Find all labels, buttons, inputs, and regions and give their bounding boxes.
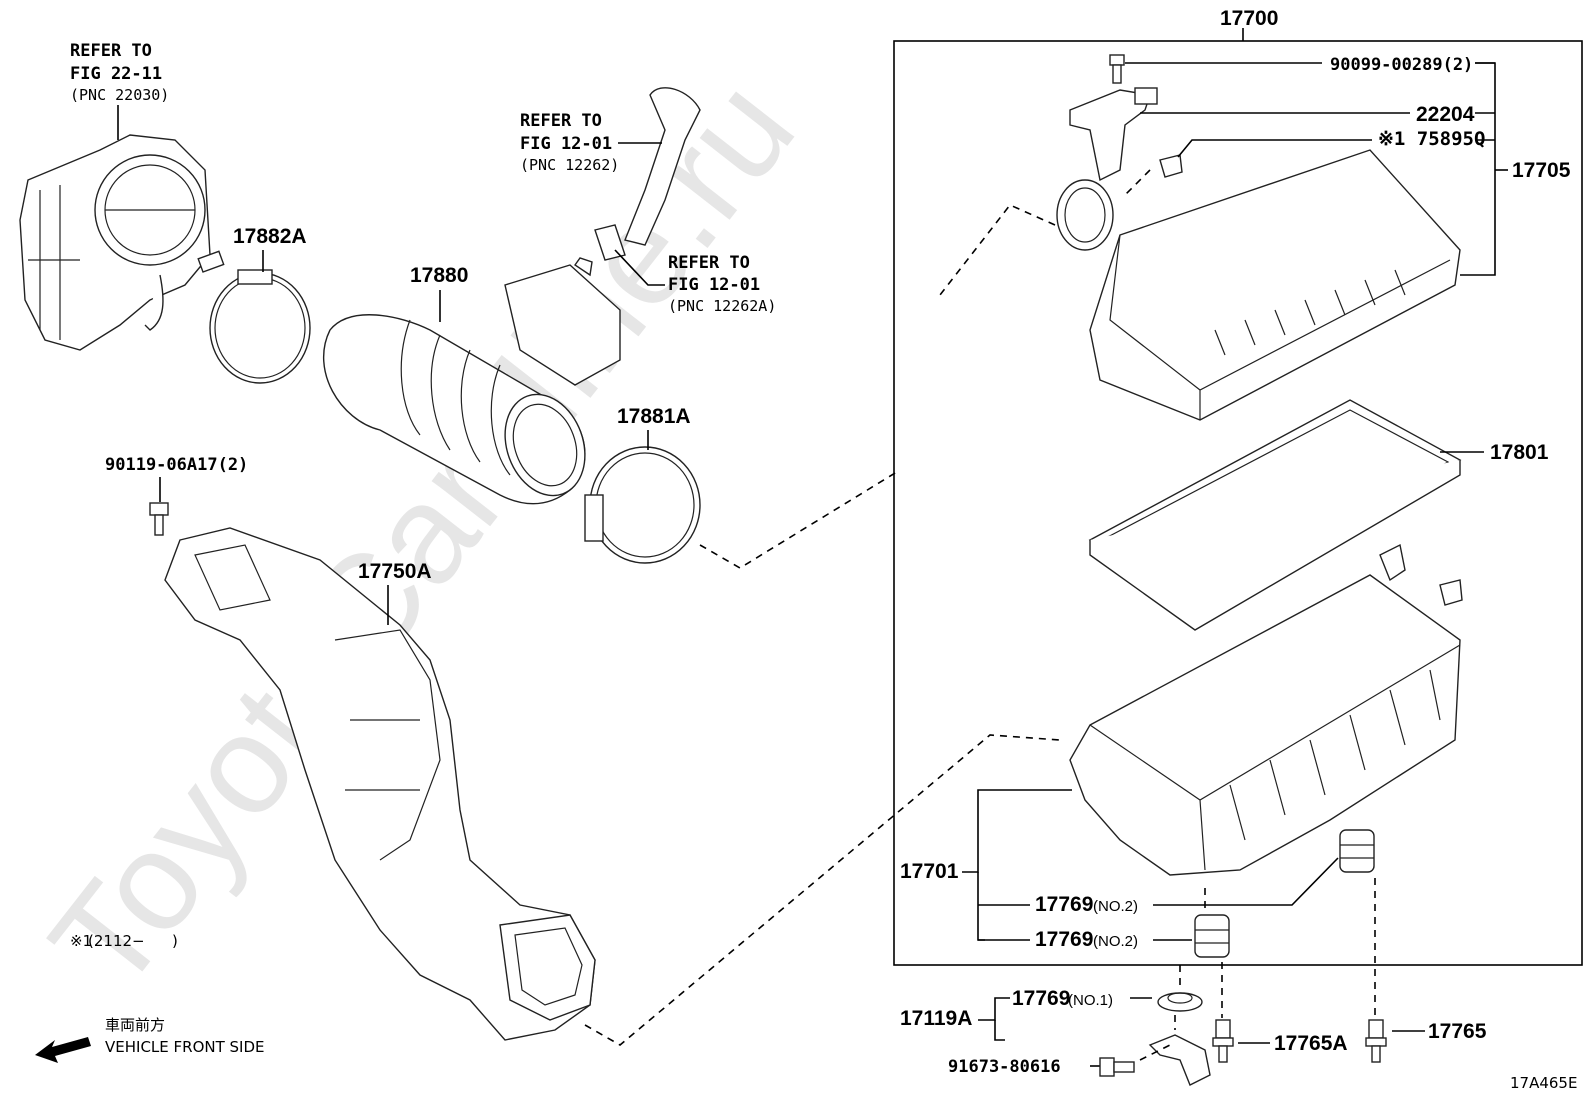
refer-hose-b-callout: REFER TO FIG 12-01 (PNC 12262A) <box>614 249 776 315</box>
air-cleaner-case-17701: 17701 <box>900 543 1463 941</box>
svg-text:VEHICLE FRONT SIDE: VEHICLE FRONT SIDE <box>105 1038 265 1056</box>
svg-text:(PNC 12262A): (PNC 12262A) <box>668 297 776 315</box>
refer-throttle-callout: REFER TO FIG 22-11 (PNC 22030) <box>70 41 169 140</box>
assembly-box <box>893 40 1583 966</box>
vent-hose <box>594 87 701 261</box>
bolt-90119: 90119-06A17(2) <box>105 455 248 536</box>
pin-17765a: 17765A <box>1212 1019 1348 1063</box>
svg-text:17880: 17880 <box>410 264 468 287</box>
footnote: ※1 (2112− ) <box>70 932 178 950</box>
throttle-body <box>19 134 225 351</box>
svg-text:FIG 12-01: FIG 12-01 <box>668 275 760 295</box>
svg-text:17765A: 17765A <box>1274 1032 1348 1055</box>
refer-hose-a-callout: REFER TO FIG 12-01 (PNC 12262) <box>520 111 662 174</box>
air-filter-element-17801: 17801 <box>1088 399 1549 631</box>
figure-code: 17A465E <box>1510 1074 1577 1092</box>
cap-bracket-17705: 17705 <box>1460 62 1571 276</box>
svg-text:17705: 17705 <box>1512 159 1571 182</box>
svg-text:(NO.2): (NO.2) <box>1093 933 1138 950</box>
grommet-17769-no2-b: 17769 (NO.2) <box>978 888 1230 1018</box>
svg-text:※1: ※1 <box>70 932 92 950</box>
svg-text:): ) <box>172 932 178 950</box>
svg-text:(PNC 22030): (PNC 22030) <box>70 86 169 104</box>
svg-text:REFER TO: REFER TO <box>70 41 152 61</box>
front-arrow-icon <box>35 1037 91 1063</box>
label-75895q: ※1 75895Q <box>1124 128 1495 196</box>
bracket-group-17119a: 17119A 17769 (NO.1) <box>900 965 1211 1086</box>
svg-text:FIG 12-01: FIG 12-01 <box>520 134 612 154</box>
svg-text:FIG 22-11: FIG 22-11 <box>70 64 162 84</box>
svg-text:REFER TO: REFER TO <box>668 253 750 273</box>
air-flow-sensor-22204: 22204 <box>1069 87 1495 182</box>
svg-text:車両前方: 車両前方 <box>105 1016 165 1034</box>
svg-text:(PNC 12262): (PNC 12262) <box>520 156 619 174</box>
svg-text:17769: 17769 <box>1012 987 1070 1010</box>
svg-text:REFER TO: REFER TO <box>520 111 602 131</box>
svg-text:90119-06A17(2): 90119-06A17(2) <box>105 455 248 475</box>
clamp-17882a: 17882A <box>209 225 311 384</box>
svg-text:17801: 17801 <box>1490 441 1549 464</box>
svg-text:(NO.2): (NO.2) <box>1093 898 1138 915</box>
svg-text:17750A: 17750A <box>358 560 432 583</box>
air-cleaner-assembly-frame: 17700 <box>893 7 1583 966</box>
bolt-91673: 91673-80616 <box>948 1044 1171 1077</box>
clamp-17881a: 17881A <box>584 405 901 569</box>
svg-text:※1 75895Q: ※1 75895Q <box>1378 128 1485 150</box>
svg-text:(2112−: (2112− <box>88 932 145 950</box>
svg-text:17769: 17769 <box>1035 928 1093 951</box>
grommet-17769-no2-a: 17769 (NO.2) <box>978 829 1376 1020</box>
svg-text:17119A: 17119A <box>900 1007 972 1030</box>
air-cleaner-cap <box>939 149 1461 421</box>
screw-90099: 90099-00289(2) <box>1109 54 1495 84</box>
svg-text:17765: 17765 <box>1428 1020 1487 1043</box>
assembly-number: 17700 <box>1220 7 1278 30</box>
svg-text:(NO.1): (NO.1) <box>1068 992 1113 1009</box>
svg-text:17882A: 17882A <box>233 225 307 248</box>
pin-17765: 17765 <box>1365 1019 1487 1063</box>
vehicle-front-indicator: 車両前方 VEHICLE FRONT SIDE <box>35 1016 265 1063</box>
svg-text:90099-00289(2): 90099-00289(2) <box>1330 55 1473 75</box>
inlet-duct-17750a: 17750A <box>164 527 1061 1046</box>
svg-text:17881A: 17881A <box>617 405 691 428</box>
svg-text:22204: 22204 <box>1416 103 1475 126</box>
svg-text:17701: 17701 <box>900 860 959 883</box>
svg-text:17769: 17769 <box>1035 893 1093 916</box>
svg-text:91673-80616: 91673-80616 <box>948 1057 1061 1077</box>
intake-hose-17880: 17880 <box>322 257 621 505</box>
